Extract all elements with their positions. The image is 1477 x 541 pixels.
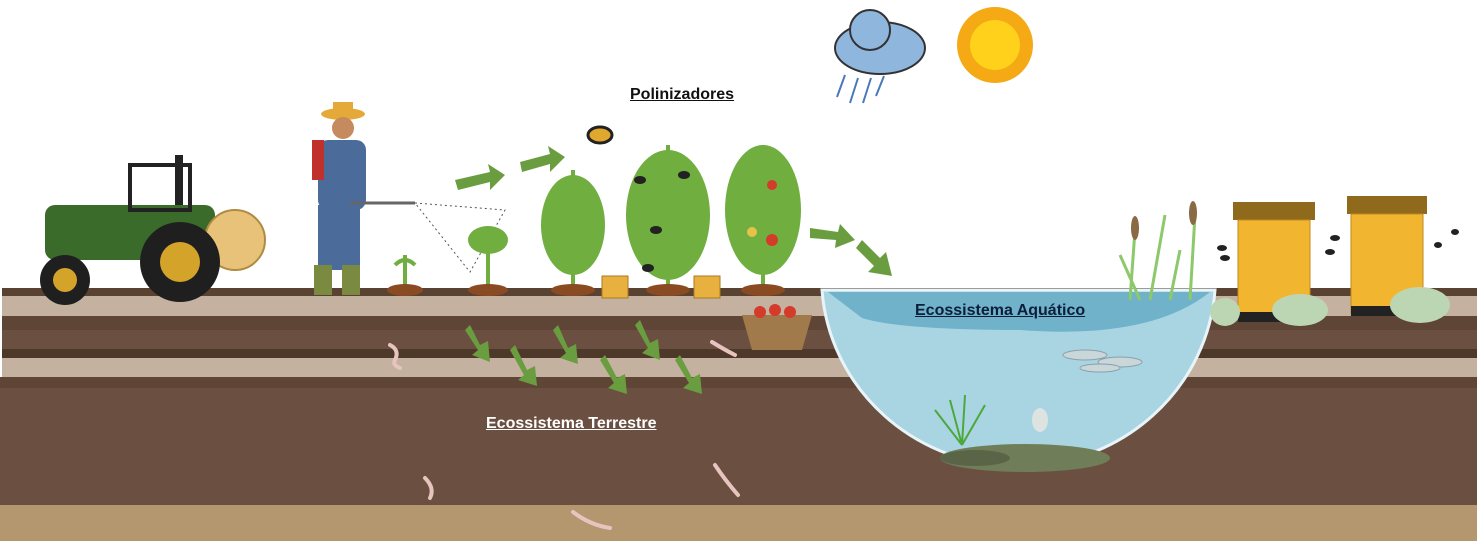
reeds-icon xyxy=(1118,201,1197,301)
soil-mounds xyxy=(387,284,785,296)
beehive-icons xyxy=(1210,196,1450,326)
worm-icons xyxy=(388,340,740,530)
rain-cloud-icon xyxy=(834,9,926,104)
aquatic-plant-icon xyxy=(934,394,986,446)
tomato-basket-icon xyxy=(742,304,812,350)
terrestrial-ecosystem-label: Ecossistema Terrestre xyxy=(486,415,657,432)
fish-icon xyxy=(1062,349,1143,373)
pond xyxy=(820,288,1217,472)
green-arrows xyxy=(455,146,892,394)
bee-icons xyxy=(586,125,1459,272)
soil-layers xyxy=(0,288,1477,541)
tomato-plants xyxy=(393,145,801,285)
aquatic-ecosystem-label: Ecossistema Aquático xyxy=(915,302,1086,319)
pollinators-label: Polinizadores xyxy=(630,86,735,103)
tractor-icon xyxy=(40,155,266,305)
farmer-spraying-icon xyxy=(312,102,506,295)
small-hive-icons xyxy=(601,275,721,299)
zooplankton-icon xyxy=(1032,408,1048,432)
sun-icon xyxy=(957,7,1033,83)
